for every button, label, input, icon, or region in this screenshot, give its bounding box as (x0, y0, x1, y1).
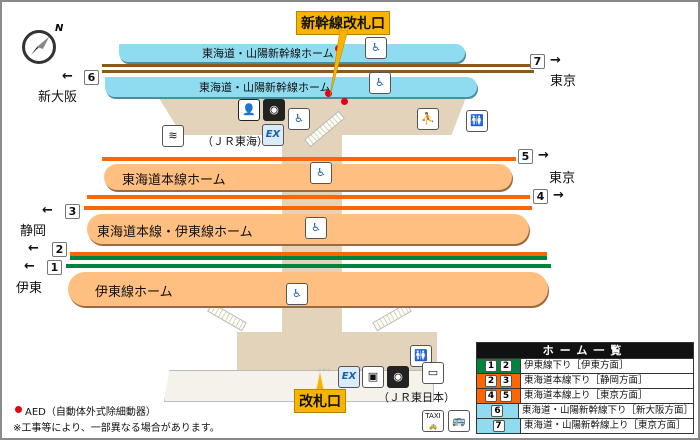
track-1 (66, 264, 551, 268)
track-2-green (70, 256, 547, 260)
ticket-office-icon: 👤 (238, 99, 260, 121)
legend-track-numbers: 7 (477, 419, 521, 433)
track-number-6: 6 (84, 70, 99, 85)
platform-tokaido-main: 東海道本線ホーム (104, 164, 512, 190)
destination-tokyo: 東京 (550, 74, 577, 89)
legend-description: 伊東線下り［伊東方面］ (524, 360, 629, 371)
track-3 (84, 206, 532, 210)
destination-shizuoka: 静岡 (20, 224, 47, 239)
elevator-accessible-icon: ♿ (305, 217, 327, 239)
gate-callout: 改札口 (294, 389, 346, 413)
waiting-room-icon: ◉ (263, 99, 285, 121)
legend-row: 7 東海道・山陽新幹線上り［東京方面］ (477, 418, 693, 433)
jr-east-label: （ＪＲ東日本） (378, 391, 455, 404)
platform-shinkansen-upper: 東海道・山陽新幹線ホーム (119, 44, 465, 62)
legend-track-numbers: 1 2 (477, 359, 521, 373)
platform-label: 東海道本線・伊東線ホーム (97, 225, 253, 240)
platform-ito: 伊東線ホーム (68, 272, 548, 306)
track-number-1: 1 (47, 260, 62, 275)
arrow-right-icon: → (538, 148, 549, 163)
legend-track-number: 7 (492, 420, 505, 432)
compass-north-label: N (55, 23, 64, 34)
coin-locker-icon: ▭ (422, 362, 444, 384)
ex-icon: EX (262, 124, 284, 146)
stairs (207, 302, 247, 332)
platform-label: 伊東線ホーム (95, 285, 173, 300)
aed-marker (325, 90, 332, 97)
track-number-7: 7 (530, 54, 545, 69)
legend-description: 東海道・山陽新幹線上り［東京方面］ (524, 420, 686, 431)
destination-tokyo: 東京 (549, 171, 576, 186)
platform-legend: ホーム一覧 1 2 伊東線下り［伊東方面］ 2 3 東海道本線下り［静岡方面］ … (476, 342, 694, 434)
restroom-icon: 🚻 (410, 345, 432, 367)
meeting-point-icon: ⛹ (417, 108, 439, 130)
smoking-area-icon: ≋ (162, 125, 184, 147)
legend-track-number: 1 (485, 360, 497, 372)
waiting-room-icon: ◉ (387, 366, 409, 388)
stairs (372, 302, 412, 332)
legend-row: 1 2 伊東線下り［伊東方面］ (477, 358, 693, 373)
track-7 (102, 64, 532, 67)
elevator-accessible-icon: ♿ (310, 162, 332, 184)
aed-footnote: AED（自動体外式除細動器） (25, 407, 156, 418)
track-2 (70, 252, 547, 256)
legend-title: ホーム一覧 (477, 343, 693, 358)
taxi-icon: TAXI🚕 (422, 410, 444, 432)
lower-concourse (237, 332, 437, 370)
legend-description: 東海道・山陽新幹線下り［新大阪方面］ (521, 405, 693, 416)
elevator-accessible-icon: ♿ (365, 37, 387, 59)
track-number-5: 5 (518, 149, 533, 164)
aed-legend-marker (15, 406, 22, 413)
legend-description: 東海道本線下り［静岡方面］ (524, 375, 648, 386)
legend-row: 6 東海道・山陽新幹線下り［新大阪方面］ (477, 403, 693, 418)
destination-shin-osaka: 新大阪 (38, 90, 78, 105)
ex-icon: EX (338, 366, 360, 388)
bus-icon: 🚌 (448, 410, 470, 432)
platform-shinkansen-lower: 東海道・山陽新幹線ホーム (105, 77, 477, 97)
jr-central-label: （ＪＲ東海） (202, 135, 268, 148)
legend-track-number: 4 (485, 390, 497, 402)
legend-track-numbers: 4 5 (477, 389, 521, 403)
elevator-accessible-icon: ♿ (288, 108, 310, 130)
aed-marker (341, 98, 348, 105)
restroom-icon: 🚻 (466, 110, 488, 132)
legend-track-number: 2 (500, 360, 512, 372)
legend-track-numbers: 6 (477, 404, 519, 418)
legend-track-numbers: 2 3 (477, 374, 521, 388)
arrow-right-icon: → (550, 53, 561, 68)
arrow-right-icon: → (553, 188, 564, 203)
platform-label: 東海道本線ホーム (122, 173, 226, 188)
taxi-label: TAXI (425, 412, 441, 420)
compass-icon: N (22, 23, 63, 64)
arrow-left-icon: ← (24, 259, 35, 274)
arrow-left-icon: ← (42, 203, 53, 218)
track-6 (102, 70, 534, 73)
platform-label: 東海道・山陽新幹線ホーム (199, 81, 331, 94)
arrow-left-icon: ← (28, 241, 39, 256)
legend-track-number: 6 (491, 405, 504, 417)
ticket-machine-icon: ▣ (362, 366, 384, 388)
callout-pointer (316, 372, 324, 392)
elevator-accessible-icon: ♿ (369, 72, 391, 94)
legend-row: 2 3 東海道本線下り［静岡方面］ (477, 373, 693, 388)
track-number-2: 2 (52, 242, 67, 257)
platform-label: 東海道・山陽新幹線ホーム (202, 47, 334, 60)
track-number-4: 4 (533, 189, 548, 204)
legend-row: 4 5 東海道本線上り［東京方面］ (477, 388, 693, 403)
arrow-left-icon: ← (62, 69, 73, 84)
track-4 (87, 195, 530, 199)
legend-track-number: 2 (485, 375, 497, 387)
ticket-gate-icon: ◦◦◦ (317, 366, 332, 375)
legend-description: 東海道本線上り［東京方面］ (524, 390, 648, 401)
legend-track-number: 5 (500, 390, 512, 402)
construction-notice: ※工事等により、一部異なる場合があります。 (13, 423, 220, 434)
destination-ito: 伊東 (16, 281, 43, 296)
elevator-accessible-icon: ♿ (286, 283, 308, 305)
callout-pointer (329, 30, 349, 97)
track-number-3: 3 (65, 204, 80, 219)
track-5 (102, 157, 516, 161)
legend-track-number: 3 (500, 375, 512, 387)
